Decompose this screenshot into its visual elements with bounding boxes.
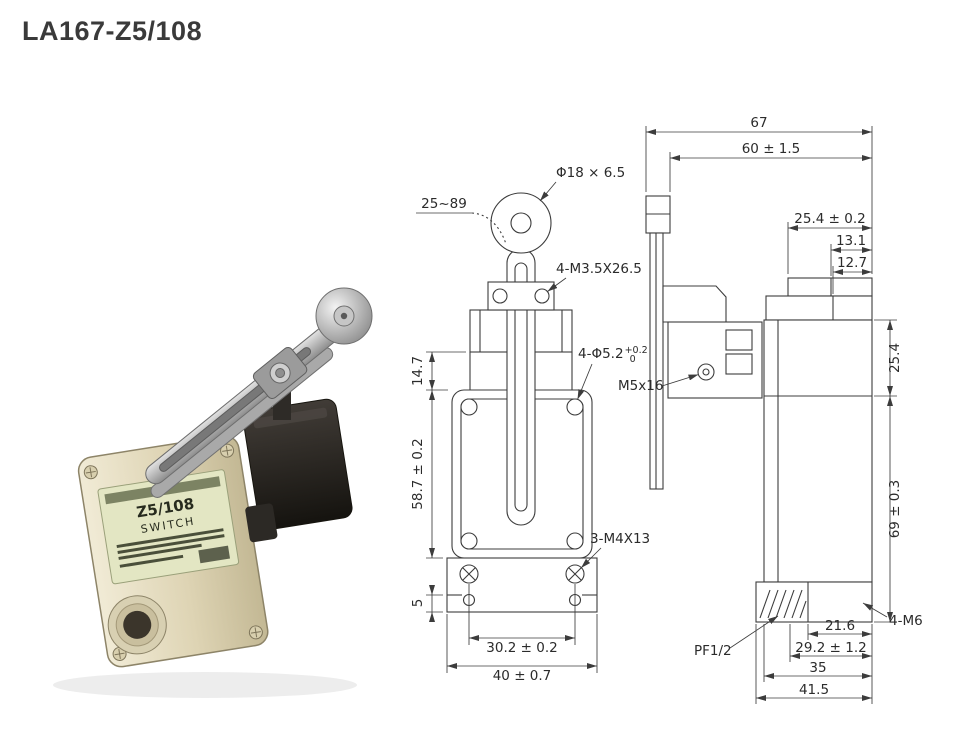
dim-body-height-side: 69 ± 0.3 <box>887 480 903 539</box>
clamp-bolt-center <box>275 368 286 379</box>
callout-mount-thread: 4-M6 <box>889 613 923 629</box>
callout-head-screw: M5x16 <box>618 378 663 394</box>
clamp-side <box>662 285 727 323</box>
dim-cap-step-lower: 12.7 <box>837 255 867 271</box>
dim-hole-spacing: 30.2 ± 0.2 <box>486 640 557 656</box>
callout-cover-screws: 3-M4X13 <box>590 531 650 547</box>
dim-base-depth: 35 <box>809 660 826 676</box>
front-view: Φ18 × 6.5 25~89 4-M3.5X26.5 4-Φ5.2+0.20 … <box>410 165 650 684</box>
head-detail <box>725 329 753 351</box>
dim-body-height: 58.7 ± 0.2 <box>410 438 426 509</box>
side-view: 67 60 ± 1.5 25.4 ± 0.2 13.1 12.7 25.4 69… <box>618 115 923 704</box>
dim-cap-depth: 25.4 ± 0.2 <box>794 211 865 227</box>
product-photo: Z5/108 SWITCH <box>53 287 373 698</box>
head-detail <box>725 353 753 375</box>
switch-body-group: Z5/108 SWITCH <box>77 435 269 668</box>
roller-axle <box>340 312 348 320</box>
page-title: LA167-Z5/108 <box>22 16 203 46</box>
mount-holes-tol-lower: 0 <box>630 354 636 365</box>
dim-overall-width: 40 ± 0.7 <box>493 668 552 684</box>
label-text-bar <box>119 554 184 568</box>
mount-hole <box>566 532 584 550</box>
mount-hole <box>460 532 478 550</box>
dim-conduit-center: 29.2 ± 1.2 <box>795 640 866 656</box>
label-cert-marks <box>198 545 231 564</box>
dim-head-height: 25.4 <box>887 343 903 373</box>
callout-conduit-thread: PF1/2 <box>694 643 732 659</box>
mount-hole <box>460 398 478 416</box>
conduit-opening <box>123 610 152 639</box>
conduit-base <box>755 581 873 623</box>
dim-cap-step-upper: 13.1 <box>836 233 866 249</box>
mount-holes-value: 4-Φ5.2 <box>578 346 624 362</box>
label-text-bar <box>118 543 202 560</box>
callout-lever-range: 25~89 <box>421 196 467 212</box>
clamp-screw <box>492 288 508 304</box>
dim-overall-base: 41.5 <box>799 682 829 698</box>
dim-head-offset: 14.7 <box>410 356 426 386</box>
callout-head-screws: 4-M3.5X26.5 <box>556 261 642 277</box>
dim-foot-height: 5 <box>410 599 426 608</box>
side-view-geometry <box>645 195 873 623</box>
side-view-dimensions <box>645 126 897 704</box>
clamp-screw <box>534 288 550 304</box>
mount-holes-tol-upper: +0.2 <box>625 345 648 356</box>
head-screw-center <box>702 368 710 376</box>
dim-overall-depth: 67 <box>750 115 767 131</box>
front-view-dimensions <box>416 181 602 673</box>
label-text-bar <box>117 534 225 554</box>
body-side <box>763 319 873 583</box>
body-screws <box>83 443 263 661</box>
cap-raised <box>787 277 873 297</box>
dim-lever-offset: 60 ± 1.5 <box>742 141 801 157</box>
lever-slot <box>514 262 528 512</box>
cap-plate <box>765 295 873 321</box>
mount-hole <box>566 398 584 416</box>
front-view-geometry <box>446 192 598 613</box>
callout-roller-size: Φ18 × 6.5 <box>556 165 625 181</box>
dim-conduit-offset: 21.6 <box>825 618 855 634</box>
lever-arm <box>145 317 347 498</box>
roller-hub <box>510 212 532 234</box>
photo-shadow <box>53 672 357 698</box>
label-text-bar <box>116 528 224 549</box>
head-connector <box>245 503 278 543</box>
